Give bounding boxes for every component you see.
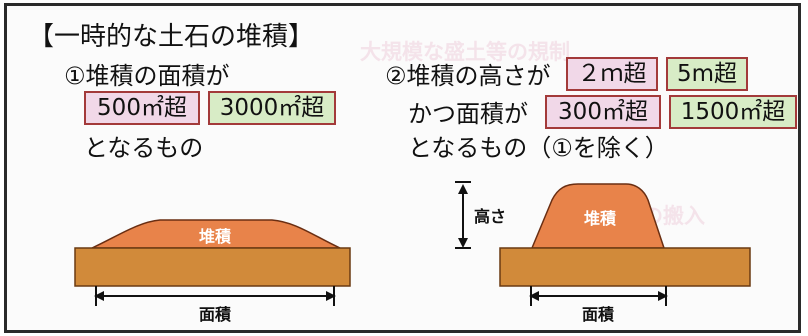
area-label: 面積 [582, 305, 615, 324]
case1-threshold-pink: 500㎡超 [84, 91, 200, 125]
ground-layer [499, 247, 751, 287]
ground-layer [74, 247, 351, 287]
page-title: 【一時的な土石の堆積】 [28, 22, 315, 52]
diagram-1: 堆積 面積 [74, 219, 351, 324]
soil-pile-wide [91, 219, 341, 249]
case2-suffix: となるもの（①を除く） [408, 134, 669, 162]
area-label: 面積 [199, 305, 232, 324]
diagram-2: 高さ 堆積 面積 [455, 181, 751, 324]
height-label: 高さ [474, 207, 506, 226]
background-text: 大規模な盛土等の規制 [360, 40, 570, 64]
case2-area-green: 1500㎡超 [669, 95, 797, 129]
case2-and-area: かつ面積が [408, 100, 528, 128]
case2-height-green: 5m超 [666, 57, 748, 91]
pile-label: 堆積 [584, 209, 617, 228]
case1-heading: ①堆積の面積が [64, 62, 230, 90]
case2-height-pink: ２ｍ超 [566, 57, 658, 91]
case1-threshold-green: 3000㎡超 [208, 91, 336, 125]
case2-heading: ②堆積の高さが [385, 62, 551, 90]
pile-label: 堆積 [199, 227, 232, 246]
case1-suffix: となるもの [84, 134, 204, 162]
soil-pile-tall [530, 183, 666, 249]
case2-area-pink: 300㎡超 [545, 95, 661, 129]
